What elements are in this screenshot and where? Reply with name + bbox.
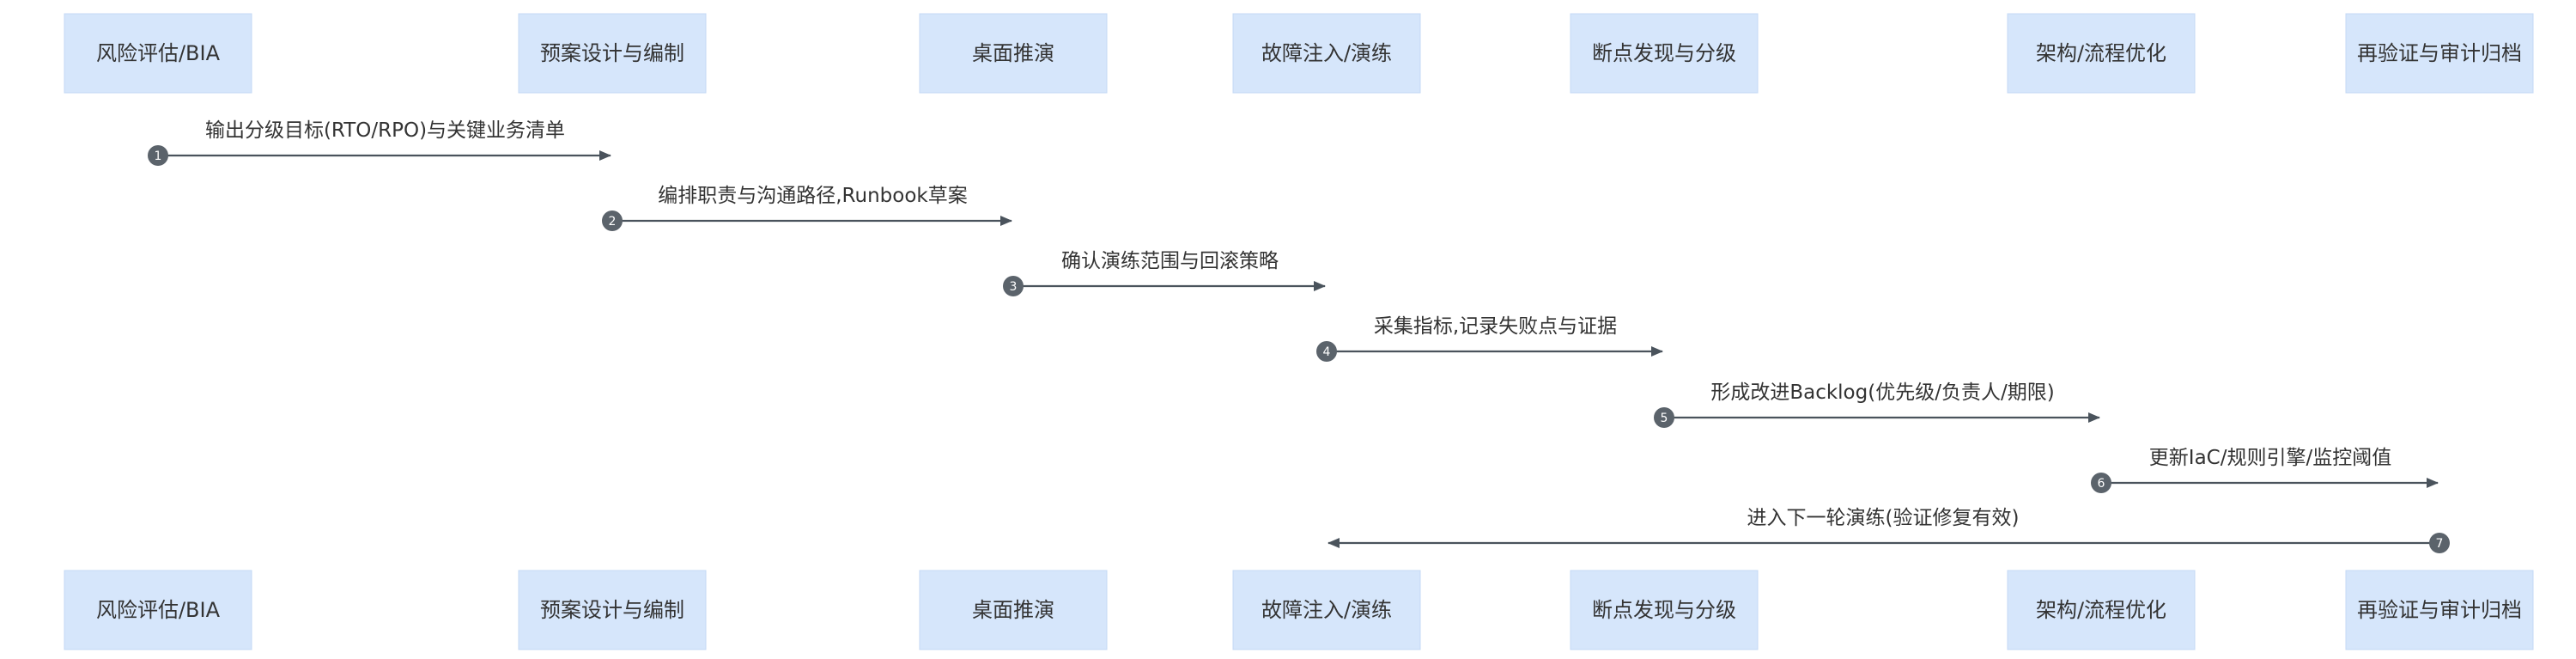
actors-bottom: 风险评估/BIA 预案设计与编制 桌面推演 故障注入/演练 断点发现与分级 架构/流程优化…: [64, 570, 2534, 650]
actor-box: [919, 13, 1108, 94]
step-number: 2: [609, 215, 617, 229]
step-number-badge: [1316, 341, 1337, 362]
message-label: 更新IaC/规则引擎/监控阈值: [2149, 447, 2391, 469]
actor-label: 断点发现与分级: [1592, 41, 1736, 65]
actor-label: 风险评估/BIA: [96, 41, 221, 65]
message-label: 采集指标,记录失败点与证据: [1374, 315, 1617, 338]
actor-findings-bottom: 断点发现与分级: [1570, 570, 1759, 650]
actor-box: [1232, 570, 1421, 650]
message-1: 输出分级目标(RTO/RPO)与关键业务清单 1: [148, 119, 611, 166]
step-number-badge: [148, 145, 168, 166]
message-3: 确认演练范围与回滚策略 3: [1003, 250, 1326, 296]
actor-box: [2345, 13, 2534, 94]
actor-tabletop-top: 桌面推演: [919, 13, 1108, 94]
actor-box: [1570, 13, 1759, 94]
message-2: 编排职责与沟通路径,Runbook草案 2: [602, 185, 1012, 231]
step-number: 4: [1323, 345, 1331, 359]
actor-box: [919, 570, 1108, 650]
actor-label: 故障注入/演练: [1261, 598, 1392, 622]
actor-box: [1570, 570, 1759, 650]
actor-label: 架构/流程优化: [2036, 598, 2166, 622]
actor-audit-top: 再验证与审计归档: [2345, 13, 2534, 94]
actor-label: 再验证与审计归档: [2357, 41, 2522, 65]
actor-label: 断点发现与分级: [1592, 598, 1736, 622]
actor-label: 风险评估/BIA: [96, 598, 221, 622]
actor-plan-top: 预案设计与编制: [518, 13, 707, 94]
actor-audit-bottom: 再验证与审计归档: [2345, 570, 2534, 650]
actor-box: [2345, 570, 2534, 650]
step-number-badge: [602, 211, 623, 231]
actor-findings-top: 断点发现与分级: [1570, 13, 1759, 94]
step-number: 6: [2098, 477, 2105, 491]
message-label: 确认演练范围与回滚策略: [1061, 250, 1279, 272]
actor-box: [2007, 570, 2196, 650]
step-number: 7: [2436, 537, 2444, 551]
message-7: 进入下一轮演练(验证修复有效) 7: [1327, 507, 2450, 553]
actor-box: [64, 570, 252, 650]
actor-optimize-top: 架构/流程优化: [2007, 13, 2196, 94]
message-label: 进入下一轮演练(验证修复有效): [1747, 507, 2020, 529]
actor-tabletop-bottom: 桌面推演: [919, 570, 1108, 650]
message-5: 形成改进Backlog(优先级/负责人/期限) 5: [1654, 381, 2100, 428]
actor-bia-top: 风险评估/BIA: [64, 13, 252, 94]
actor-label: 桌面推演: [972, 41, 1054, 65]
actor-drill-bottom: 故障注入/演练: [1232, 570, 1421, 650]
message-4: 采集指标,记录失败点与证据 4: [1316, 315, 1663, 362]
actor-label: 预案设计与编制: [540, 41, 684, 65]
messages: 输出分级目标(RTO/RPO)与关键业务清单 1 编排职责与沟通路径,Runbook…: [148, 119, 2450, 553]
actor-drill-top: 故障注入/演练: [1232, 13, 1421, 94]
step-number-badge: [2429, 533, 2450, 553]
actor-plan-bottom: 预案设计与编制: [518, 570, 707, 650]
message-label: 输出分级目标(RTO/RPO)与关键业务清单: [205, 119, 565, 142]
actor-optimize-bottom: 架构/流程优化: [2007, 570, 2196, 650]
actor-label: 再验证与审计归档: [2357, 598, 2522, 622]
actor-label: 故障注入/演练: [1261, 41, 1392, 65]
actor-box: [2007, 13, 2196, 94]
message-label: 编排职责与沟通路径,Runbook草案: [658, 185, 967, 207]
step-number: 1: [155, 149, 162, 163]
actor-bia-bottom: 风险评估/BIA: [64, 570, 252, 650]
actor-box: [518, 13, 707, 94]
step-number-badge: [1003, 276, 1024, 296]
message-6: 更新IaC/规则引擎/监控阈值 6: [2091, 447, 2439, 493]
step-number: 5: [1661, 412, 1668, 425]
step-number-badge: [1654, 407, 1674, 428]
actor-label: 预案设计与编制: [540, 598, 684, 622]
actor-label: 架构/流程优化: [2036, 41, 2166, 65]
actor-label: 桌面推演: [972, 598, 1054, 622]
step-number: 3: [1010, 280, 1018, 294]
actor-box: [64, 13, 252, 94]
actor-box: [518, 570, 707, 650]
message-label: 形成改进Backlog(优先级/负责人/期限): [1710, 381, 2054, 404]
actors-top: 风险评估/BIA 预案设计与编制 桌面推演 故障注入/演练 断点发现与分级 架构/流程优化…: [64, 13, 2534, 94]
step-number-badge: [2091, 473, 2111, 493]
actor-box: [1232, 13, 1421, 94]
